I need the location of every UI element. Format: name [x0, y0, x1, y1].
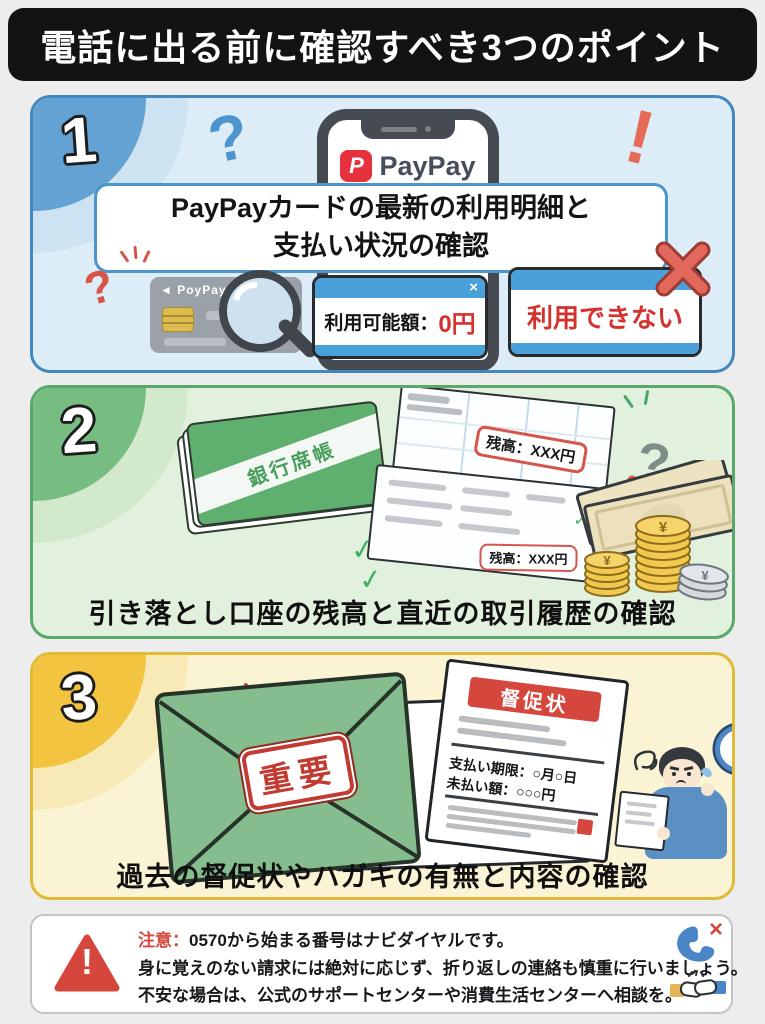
magnifier-icon: [219, 270, 301, 352]
phone-handset-icon: [677, 926, 715, 962]
balance-stamp-bottom: 残高：XXX円: [479, 543, 578, 573]
worried-person: [614, 725, 732, 867]
handshake-icon: [670, 970, 726, 998]
close-icon: ×: [469, 279, 478, 296]
letter-in-hand: [614, 790, 670, 852]
confusion-squiggle-icon: [634, 750, 658, 771]
exclamation-mark-icon: !: [617, 95, 663, 182]
cross-icon: ×: [708, 916, 723, 943]
headline-line2: 支払い状況の確認: [273, 231, 489, 261]
yen-icon: ¥: [701, 568, 709, 583]
phone-speaker: [381, 127, 417, 132]
warning-line2: 身に覚えのない請求には絶対に応じず、折り返しの連絡も慎重に行いましょう。: [138, 958, 748, 978]
money-illustration: ¥ ¥ ¥: [575, 460, 732, 601]
section-2-bank-check: 2 銀行席帳: [30, 385, 735, 639]
section3-caption: 過去の督促状やハガキの有無と内容の確認: [116, 862, 649, 892]
paypay-logo-text: PayPay: [379, 150, 476, 181]
available-amount-value: 0円: [438, 311, 476, 338]
warning-exclamation: !: [81, 941, 93, 982]
dialog-titlebar: [511, 270, 699, 290]
dialog-footer: [511, 343, 699, 354]
check-icon: ✓: [348, 532, 377, 567]
cannot-use-text: 利用できない: [526, 303, 683, 333]
warning-line3: 不安な場合は、公式のサポートセンターや消費生活センターへ相談を。: [138, 986, 682, 1006]
yen-icon: ¥: [659, 519, 668, 536]
question-mark-icon: ?: [201, 98, 256, 178]
check-icon: ✓: [356, 562, 385, 597]
gold-coin-stack-large: [635, 515, 691, 593]
yen-icon: ¥: [603, 553, 611, 568]
big-cross-icon: [655, 241, 711, 297]
card-chip-icon: [162, 307, 194, 332]
header-banner: 電話に出る前に確認すべき3つのポイント: [8, 8, 757, 81]
paypay-logo: P PayPay: [328, 150, 488, 182]
warning-text: 注意：0570から始まる番号はナビダイヤルです。 身に覚えのない請求には絶対に応…: [138, 927, 748, 1010]
person-hand: [701, 783, 714, 796]
dialog-footer: [315, 345, 485, 356]
spark-line: [643, 389, 650, 406]
step-number-1: 1: [58, 102, 100, 178]
card-stripe: [164, 338, 226, 346]
section2-caption: 引き落とし口座の残高と直近の取引履歴の確認: [88, 599, 677, 629]
dialog-titlebar: ×: [315, 278, 485, 298]
passbook-cover-label: 銀行席帳: [244, 438, 339, 491]
warning-label: 注意：: [138, 931, 189, 950]
person-face: [663, 759, 701, 791]
step-number-3: 3: [58, 659, 100, 735]
phone-notch: [361, 120, 455, 139]
dialog-available-amount: × 利用可能額： 0円: [312, 275, 488, 359]
phone-camera-dot: [425, 126, 431, 132]
sweat-drop-icon: [700, 765, 714, 780]
bank-passbook-closed: 銀行席帳: [176, 400, 389, 536]
step-number-2: 2: [58, 392, 100, 468]
section-1-paypay-check: 1 ? ! P PayPay PayPayカードの最新の利用明細と 支払い状況の…: [30, 95, 735, 373]
demand-letter-title-banner: 督促状: [467, 676, 602, 723]
section-3-mail-check: 3 重要 督促状 支払い期限：○月○日: [30, 652, 735, 900]
clock-icon: [715, 725, 732, 773]
silver-coin-stack: [677, 563, 729, 601]
page-title: 電話に出る前に確認すべき3つのポイント: [40, 26, 725, 68]
demand-letter: 督促状 支払い期限：○月○日 未払い額：○○○円: [424, 658, 630, 864]
warning-line1: 注意：0570から始まる番号はナビダイヤルです。: [138, 931, 514, 950]
important-stamp-text: 重要: [256, 750, 341, 801]
card-brand-label: ◄ PoyPay: [160, 283, 227, 297]
paypay-logo-icon: P: [340, 150, 373, 182]
available-amount-label: 利用可能額：: [324, 313, 439, 334]
demand-letter-title: 督促状: [498, 686, 570, 718]
headline-line1: PayPayカードの最新の利用明細と: [170, 193, 592, 224]
gold-coin-stack-small: [584, 551, 630, 597]
seal-square: [576, 818, 594, 836]
person-hand: [657, 827, 670, 840]
headline-box: PayPayカードの最新の利用明細と 支払い状況の確認: [94, 183, 668, 273]
spark-line: [622, 394, 635, 409]
footer-warning-box: ! 注意：0570から始まる番号はナビダイヤルです。 身に覚えのない請求には絶対…: [30, 914, 748, 1014]
no-call-icon-group: ×: [671, 916, 723, 964]
warning-triangle-icon: [54, 934, 120, 992]
